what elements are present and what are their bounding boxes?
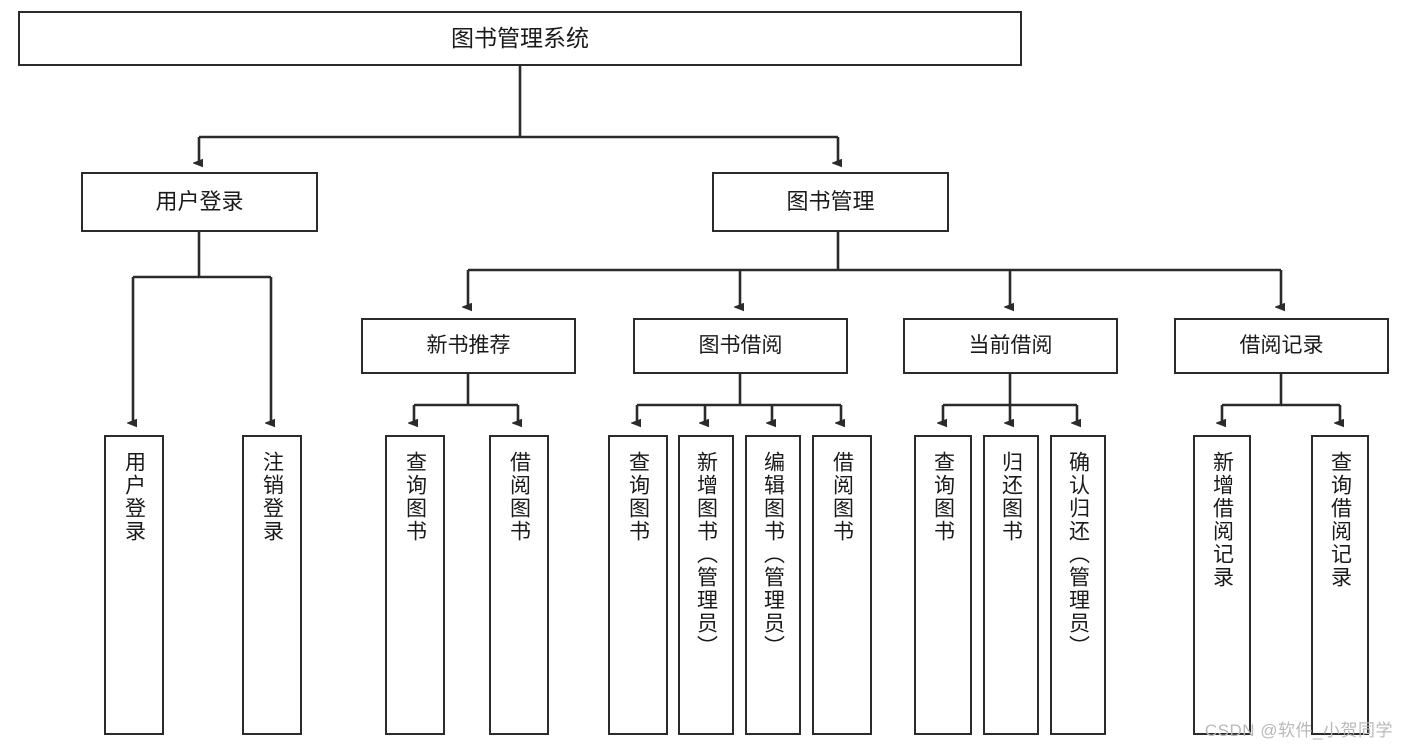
node-new-book-recommend[interactable]: 新书推荐: [361, 318, 576, 374]
node-book-borrow-label: 图书借阅: [698, 334, 783, 358]
node-book-borrow[interactable]: 图书借阅: [633, 318, 848, 374]
leaf-record-query-record[interactable]: 查询借阅记录: [1311, 435, 1369, 735]
leaf-borrow-add-book-admin[interactable]: 新增图书（管理员）: [678, 435, 734, 735]
csdn-watermark: CSDN @软件_小贺同学: [1204, 721, 1393, 740]
node-user-login-label: 用户登录: [155, 188, 244, 214]
node-current-borrow-label: 当前借阅: [968, 334, 1053, 358]
node-current-borrow[interactable]: 当前借阅: [903, 318, 1118, 374]
node-borrow-record-label: 借阅记录: [1239, 334, 1324, 358]
node-book-management-label: 图书管理: [786, 188, 875, 214]
leaf-borrow-add-book-admin-label: 新增图书（管理员）: [694, 451, 718, 658]
node-borrow-record[interactable]: 借阅记录: [1174, 318, 1389, 374]
leaf-borrow-edit-book-admin-label: 编辑图书（管理员）: [761, 451, 785, 658]
leaf-current-query-book[interactable]: 查询图书: [914, 435, 972, 735]
leaf-recommend-borrow-book-label: 借阅图书: [507, 451, 531, 543]
node-new-book-recommend-label: 新书推荐: [426, 334, 511, 358]
leaf-current-confirm-return-admin-label: 确认归还（管理员）: [1066, 451, 1090, 658]
leaf-borrow-query-book-label: 查询图书: [626, 451, 650, 543]
node-root-system-label: 图书管理系统: [451, 24, 589, 51]
leaf-recommend-query-book-label: 查询图书: [403, 451, 427, 543]
leaf-user-login-login[interactable]: 用户登录: [104, 435, 164, 735]
node-user-login[interactable]: 用户登录: [81, 172, 318, 232]
leaf-record-query-record-label: 查询借阅记录: [1328, 451, 1352, 589]
leaf-current-return-book[interactable]: 归还图书: [983, 435, 1039, 735]
leaf-record-add-record[interactable]: 新增借阅记录: [1193, 435, 1251, 735]
leaf-recommend-borrow-book[interactable]: 借阅图书: [489, 435, 549, 735]
leaf-borrow-borrow-book-label: 借阅图书: [830, 451, 854, 543]
node-book-management[interactable]: 图书管理: [712, 172, 949, 232]
leaf-current-query-book-label: 查询图书: [931, 451, 955, 543]
node-root-system[interactable]: 图书管理系统: [18, 11, 1022, 66]
leaf-record-add-record-label: 新增借阅记录: [1210, 451, 1234, 589]
leaf-borrow-edit-book-admin[interactable]: 编辑图书（管理员）: [745, 435, 801, 735]
leaf-borrow-borrow-book[interactable]: 借阅图书: [812, 435, 872, 735]
leaf-current-confirm-return-admin[interactable]: 确认归还（管理员）: [1050, 435, 1106, 735]
leaf-recommend-query-book[interactable]: 查询图书: [385, 435, 445, 735]
leaf-borrow-query-book[interactable]: 查询图书: [608, 435, 668, 735]
leaf-user-login-logout[interactable]: 注销登录: [242, 435, 302, 735]
leaf-user-login-login-label: 用户登录: [122, 451, 146, 543]
leaf-current-return-book-label: 归还图书: [999, 451, 1023, 543]
leaf-user-login-logout-label: 注销登录: [260, 451, 284, 543]
